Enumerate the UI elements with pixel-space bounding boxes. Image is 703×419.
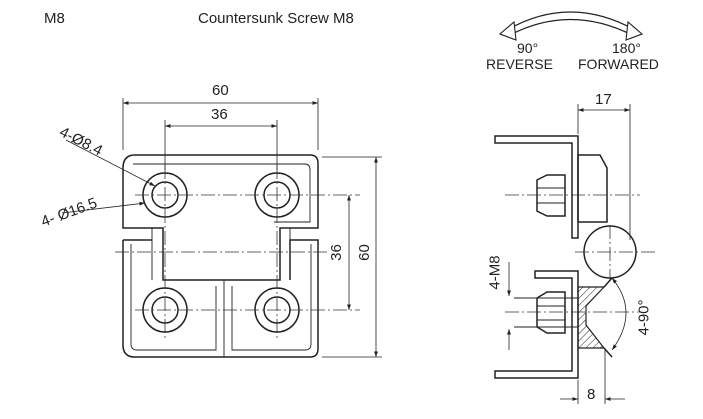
dim-angle-90 [611,277,627,351]
lower-leaf-inner [130,244,312,351]
dim-width-60 [122,98,319,150]
forward-label: FORWARED [578,56,659,72]
dim-offset-8 [560,350,625,404]
height-outer-value: 60 [355,244,373,261]
offset-bottom-value: 8 [587,386,596,403]
angle-callout: 4-90° [635,299,653,336]
offset-top-value: 17 [595,91,612,108]
reverse-label: REVERSE [486,56,553,72]
width-outer-value: 60 [212,82,229,99]
front-center-lines [115,165,360,340]
thread-size-label: M8 [44,10,65,27]
upper-leaf-outline [122,154,319,281]
side-view [494,104,655,404]
upper-bracket [494,135,579,239]
dim-height-60 [322,156,382,358]
countersink-section [577,286,606,349]
reverse-angle: 90° [517,40,539,56]
screw-type-label: Countersunk Screw M8 [198,10,354,27]
dim-offset-17 [577,104,631,240]
width-inner-value: 36 [211,106,228,123]
upper-screw-block [577,154,608,223]
rotation-arrow [498,11,644,41]
thread-callout: 4-M8 [486,255,504,290]
lower-leaf-knuckle [151,228,291,357]
hole-leaders [61,139,156,214]
upper-leaf-inner [133,163,311,223]
height-inner-value: 36 [327,244,345,261]
front-view [61,98,382,358]
forward-angle: 180° [612,40,641,56]
lower-leaf-outline [122,239,319,358]
upper-nut [536,174,566,217]
dim-width-36 [164,120,278,170]
